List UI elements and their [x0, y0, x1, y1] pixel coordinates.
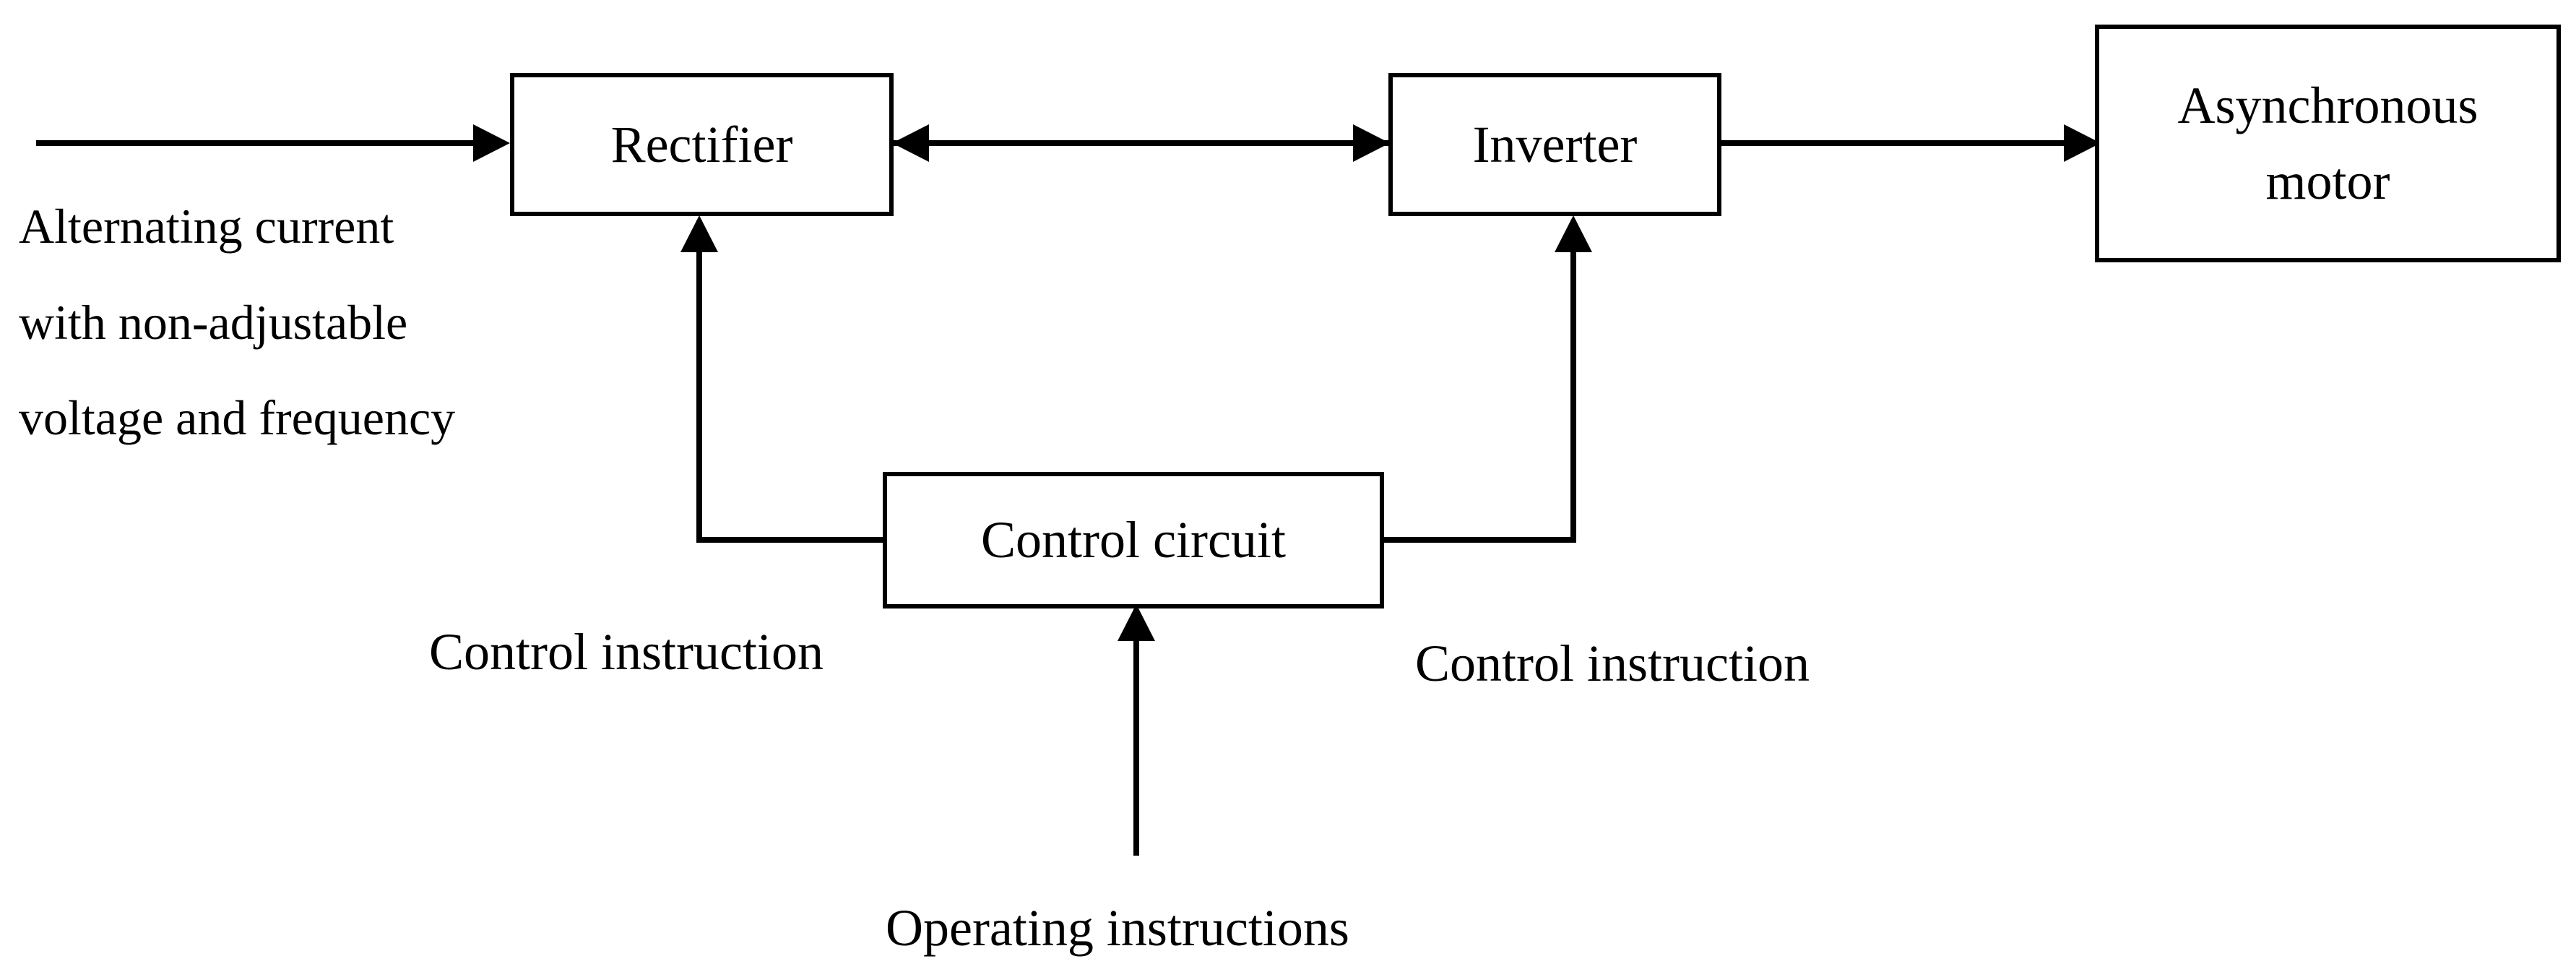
- arrowhead-rectifier-control: [680, 215, 718, 252]
- motor-label-line1: Asynchronous: [2177, 76, 2478, 134]
- control-instruction-right-label: Control instruction: [1415, 635, 1810, 692]
- rectifier-block: Rectifier: [510, 73, 894, 216]
- input-label-line2: with non-adjustable: [19, 295, 408, 350]
- control-instruction-left-label: Control instruction: [429, 623, 824, 681]
- arrowhead-control-circuit: [1118, 604, 1155, 641]
- inverter-label: Inverter: [1472, 115, 1638, 173]
- input-label-line1: Alternating current: [19, 199, 394, 254]
- arrowhead-dc-left: [892, 124, 929, 162]
- control-circuit-label: Control circuit: [981, 511, 1286, 569]
- control-to-rectifier-arrow: [696, 220, 883, 543]
- input-label-line3: voltage and frequency: [19, 390, 456, 445]
- asynchronous-motor-block: Asynchronous motor: [2095, 25, 2561, 262]
- inverter-block: Inverter: [1388, 73, 1721, 216]
- arrowhead-dc-right: [1353, 124, 1390, 162]
- arrowhead-inverter-control: [1555, 215, 1592, 252]
- rectifier-label: Rectifier: [610, 115, 793, 173]
- control-circuit-block: Control circuit: [883, 472, 1384, 608]
- arrowhead-motor: [2064, 124, 2101, 162]
- control-to-inverter-arrow: [1384, 220, 1576, 543]
- motor-label-line2: motor: [2265, 152, 2390, 210]
- arrowhead-rectifier-input: [473, 124, 510, 162]
- operating-instructions-label: Operating instructions: [886, 899, 1349, 957]
